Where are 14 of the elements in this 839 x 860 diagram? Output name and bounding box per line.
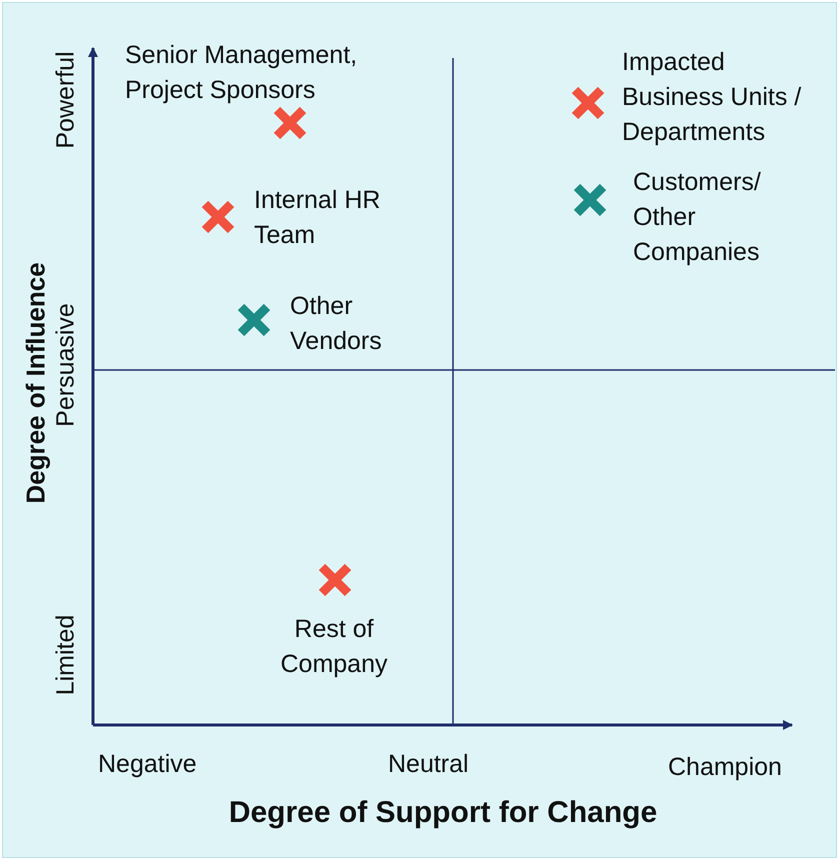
axis-title: Degree of Support for Change xyxy=(228,795,658,830)
axis-level-label: Neutral xyxy=(388,749,469,780)
axis-title: Degree of Influence xyxy=(20,262,52,504)
axis-level-label: Negative xyxy=(98,749,197,780)
stakeholder-label: Other Vendors xyxy=(290,291,383,357)
stakeholder-label: Impacted Business Units / Departments xyxy=(622,47,802,148)
axis-level-label: Limited xyxy=(50,614,80,696)
stakeholder-label: Customers/ Other Companies xyxy=(633,167,762,268)
axis-level-label: Powerful xyxy=(50,51,80,149)
axis-level-label: Persuasive xyxy=(50,303,80,427)
axis-level-label: Champion xyxy=(668,752,782,783)
stakeholder-label: Rest of Company xyxy=(280,614,388,680)
stakeholder-label: Internal HR Team xyxy=(254,185,382,251)
stakeholder-label: Senior Management, Project Sponsors xyxy=(125,40,358,106)
